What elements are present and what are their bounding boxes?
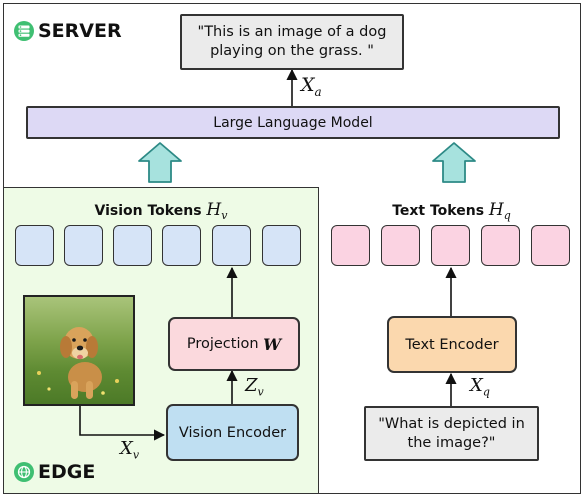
- text-to-llm-arrow: [432, 142, 476, 183]
- arrow-image-to-encoder: [79, 406, 166, 441]
- vision-token: [113, 225, 152, 266]
- dog-on-grass-image: [23, 295, 135, 406]
- llm-label: Large Language Model: [213, 114, 373, 131]
- edge-label: EDGE: [14, 461, 95, 483]
- edge-globe-icon: [14, 462, 34, 482]
- text-token: [531, 225, 570, 266]
- vision-tokens-title: Vision Tokens Hv: [94, 200, 228, 222]
- output-text-box: "This is an image of a dog playing on th…: [180, 14, 404, 70]
- edge-to-llm-arrow: [138, 142, 182, 183]
- question-variable: Xq: [470, 375, 490, 399]
- output-text: "This is an image of a dog playing on th…: [197, 24, 387, 59]
- server-label: SERVER: [14, 20, 122, 42]
- output-variable: Xa: [301, 74, 322, 99]
- question-text: "What is depicted in the image?": [378, 415, 525, 451]
- vision-token: [262, 225, 301, 266]
- text-tokens-title: Text Tokens Hq: [392, 200, 511, 222]
- text-token: [381, 225, 420, 266]
- vision-token: [15, 225, 54, 266]
- image-variable: Xv: [120, 438, 140, 462]
- server-icon: [14, 21, 34, 41]
- text-token: [431, 225, 470, 266]
- text-encoder-box: Text Encoder: [387, 316, 517, 373]
- server-label-text: SERVER: [38, 20, 122, 42]
- question-text-box: "What is depicted in the image?": [364, 406, 539, 461]
- vision-token: [64, 225, 103, 266]
- vision-token: [162, 225, 201, 266]
- text-token: [481, 225, 520, 266]
- text-token: [331, 225, 370, 266]
- vision-token: [212, 225, 251, 266]
- llm-box: Large Language Model: [26, 106, 560, 139]
- vision-encoder-box: Vision Encoder: [166, 404, 299, 461]
- edge-label-text: EDGE: [38, 461, 96, 483]
- projection-output-variable: Zv: [245, 375, 264, 399]
- projection-box: Projection W: [168, 317, 300, 371]
